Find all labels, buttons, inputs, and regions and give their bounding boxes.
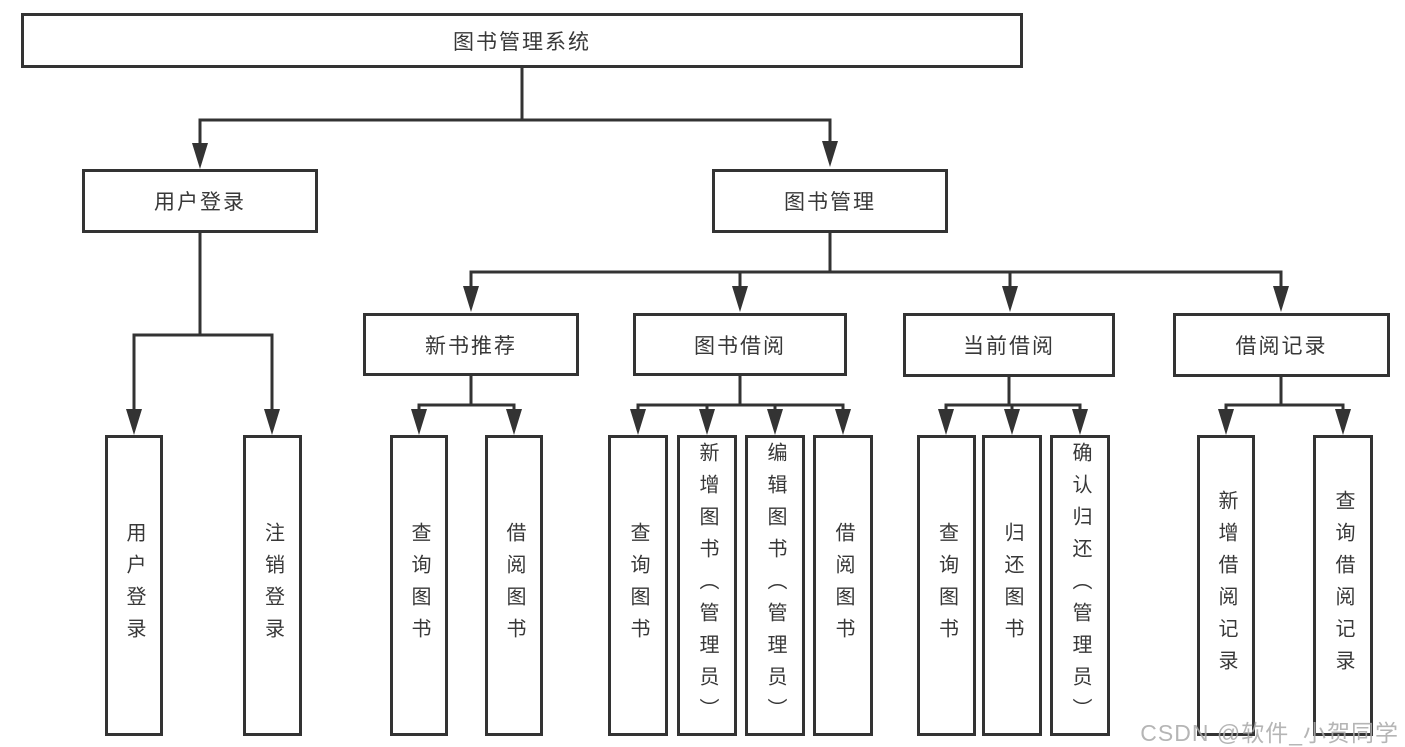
leaf-query-books-recommend: 查询图书 xyxy=(390,435,448,736)
leaf-confirm-return-admin: 确认归还（管理员） xyxy=(1050,435,1110,736)
leaf-query-books-recommend-label: 查询图书 xyxy=(408,521,430,650)
leaf-confirm-return-admin-label: 确认归还（管理员） xyxy=(1069,441,1091,730)
node-user-login: 用户登录 xyxy=(82,169,318,233)
leaf-return-books-label: 归还图书 xyxy=(1001,521,1023,650)
node-new-book-recommend: 新书推荐 xyxy=(363,313,579,376)
leaf-query-books-current-label: 查询图书 xyxy=(935,521,958,650)
node-book-management-label: 图书管理 xyxy=(784,191,876,214)
node-current-borrowing: 当前借阅 xyxy=(903,313,1115,377)
leaf-query-books-current: 查询图书 xyxy=(917,435,976,736)
leaf-query-borrow-record: 查询借阅记录 xyxy=(1313,435,1373,736)
node-current-borrowing-label: 当前借阅 xyxy=(963,335,1055,358)
leaf-query-books-borrowing-label: 查询图书 xyxy=(627,521,649,650)
leaf-add-borrow-record: 新增借阅记录 xyxy=(1197,435,1255,736)
leaf-add-books-admin-label: 新增图书（管理员） xyxy=(696,441,718,730)
node-book-borrowing-label: 图书借阅 xyxy=(694,334,786,358)
leaf-logout-label: 注销登录 xyxy=(261,521,284,650)
leaf-borrow-books-recommend: 借阅图书 xyxy=(485,435,543,736)
leaf-query-books-borrowing: 查询图书 xyxy=(608,435,668,736)
leaf-borrow-books-recommend-label: 借阅图书 xyxy=(503,521,525,650)
csdn-watermark: CSDN @软件_小贺同学 xyxy=(1140,720,1399,746)
node-borrowing-records: 借阅记录 xyxy=(1173,313,1390,377)
node-borrowing-records-label: 借阅记录 xyxy=(1235,335,1328,358)
node-library-system-label: 图书管理系统 xyxy=(453,30,591,54)
node-book-borrowing: 图书借阅 xyxy=(633,313,847,376)
leaf-borrow-books: 借阅图书 xyxy=(813,435,873,736)
leaf-add-borrow-record-label: 新增借阅记录 xyxy=(1215,489,1237,682)
node-library-system: 图书管理系统 xyxy=(21,13,1023,68)
leaf-return-books: 归还图书 xyxy=(982,435,1042,736)
leaf-logout: 注销登录 xyxy=(243,435,302,736)
leaf-query-borrow-record-label: 查询借阅记录 xyxy=(1332,489,1354,682)
node-book-management: 图书管理 xyxy=(712,169,948,233)
leaf-borrow-books-label: 借阅图书 xyxy=(832,521,854,650)
node-new-book-recommend-label: 新书推荐 xyxy=(425,334,517,358)
leaf-user-login-label: 用户登录 xyxy=(123,521,145,650)
node-user-login-label: 用户登录 xyxy=(154,191,246,214)
leaf-user-login: 用户登录 xyxy=(105,435,163,736)
leaf-add-books-admin: 新增图书（管理员） xyxy=(677,435,737,736)
leaf-edit-books-admin: 编辑图书（管理员） xyxy=(745,435,805,736)
leaf-edit-books-admin-label: 编辑图书（管理员） xyxy=(764,441,786,730)
